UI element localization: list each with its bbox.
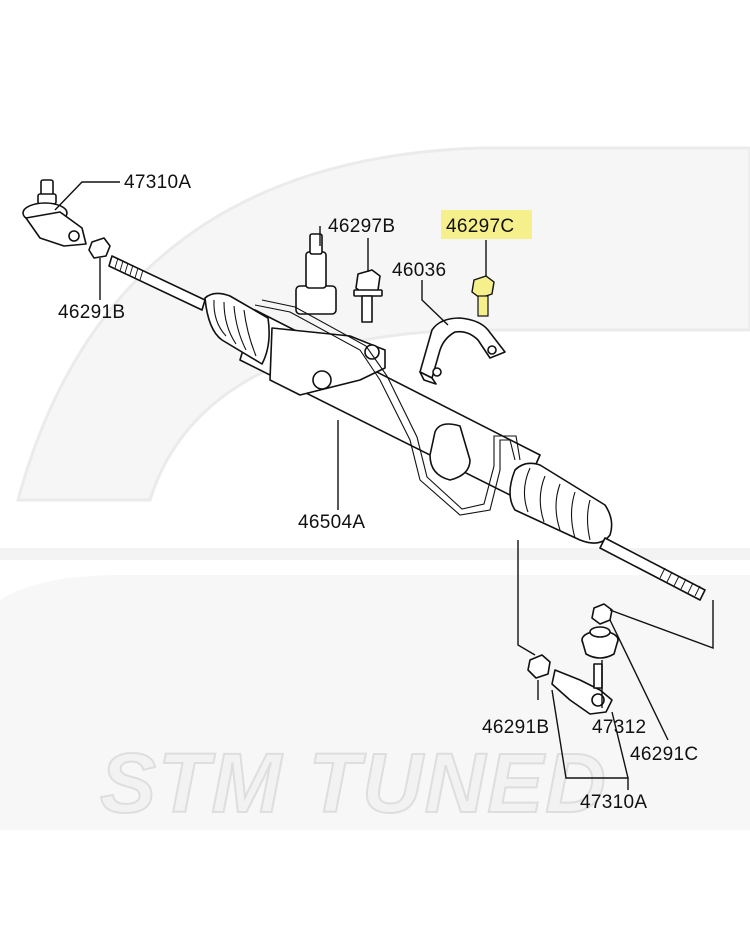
bolt-highlight-drawing [471, 275, 495, 317]
lock-nut-left-drawing [88, 237, 111, 259]
inner-tie-rod-left [108, 255, 206, 311]
label-46291B-right[interactable]: 46291B [482, 717, 549, 738]
tie-rod-end-right-drawing [551, 663, 613, 715]
inner-tie-rod-right [599, 537, 706, 601]
label-46504A[interactable]: 46504A [298, 512, 365, 533]
leader-lines [54, 181, 714, 790]
rack-housing-drawing [204, 233, 613, 544]
part-labels: 47310A 46291B 46297B 46036 46297C 46504A… [58, 172, 698, 813]
label-47312[interactable]: 47312 [592, 717, 646, 738]
boot-seal-drawing [581, 626, 619, 659]
watermark: STM TUNED [0, 146, 750, 831]
bolt-drawing [353, 269, 383, 323]
bracket-drawing [419, 317, 506, 385]
label-46297B[interactable]: 46297B [328, 216, 395, 237]
label-46291C[interactable]: 46291C [630, 744, 698, 765]
label-47310A-right[interactable]: 47310A [580, 792, 647, 813]
label-46291B-left[interactable]: 46291B [58, 302, 125, 323]
label-47310A-left[interactable]: 47310A [124, 172, 191, 193]
label-46036[interactable]: 46036 [392, 260, 446, 281]
tie-rod-end-left-drawing [22, 179, 87, 247]
lock-nut-right-drawing [527, 654, 551, 679]
label-46297C[interactable]: 46297C [446, 216, 514, 237]
nut-right-drawing [591, 603, 613, 625]
label-highlight-box [441, 210, 532, 239]
watermark-text: STM TUNED [100, 736, 608, 830]
